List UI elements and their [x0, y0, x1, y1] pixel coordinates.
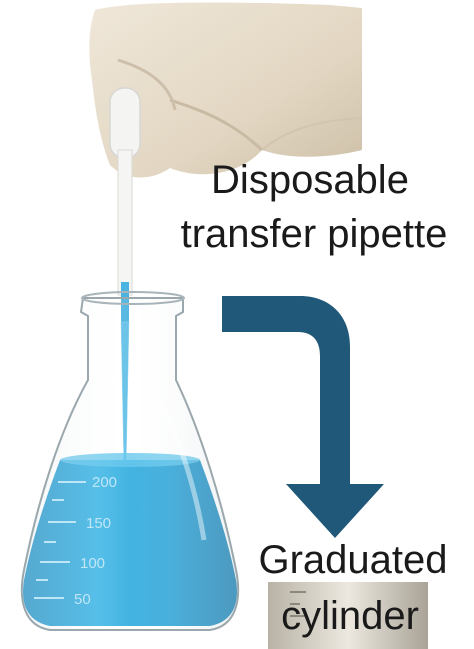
flask-graduations — [34, 481, 86, 599]
cylinder-label-line1: Graduated — [258, 538, 448, 582]
gloved-hand — [89, 2, 363, 178]
graduation-label: 50 — [74, 591, 91, 608]
graduation-label: 150 — [86, 515, 111, 532]
graduated-cylinder — [268, 582, 428, 649]
erlenmeyer-flask: 200 150 100 50 — [20, 291, 240, 631]
pipette-label-line2: transfer pipette — [180, 212, 448, 256]
graduation-label: 100 — [80, 555, 105, 572]
graduation-label: 200 — [92, 474, 117, 491]
pipette-label-line1: Disposable — [211, 158, 409, 202]
curved-arrow-icon — [222, 296, 384, 538]
cylinder-label-line2: cylinder — [281, 594, 419, 638]
